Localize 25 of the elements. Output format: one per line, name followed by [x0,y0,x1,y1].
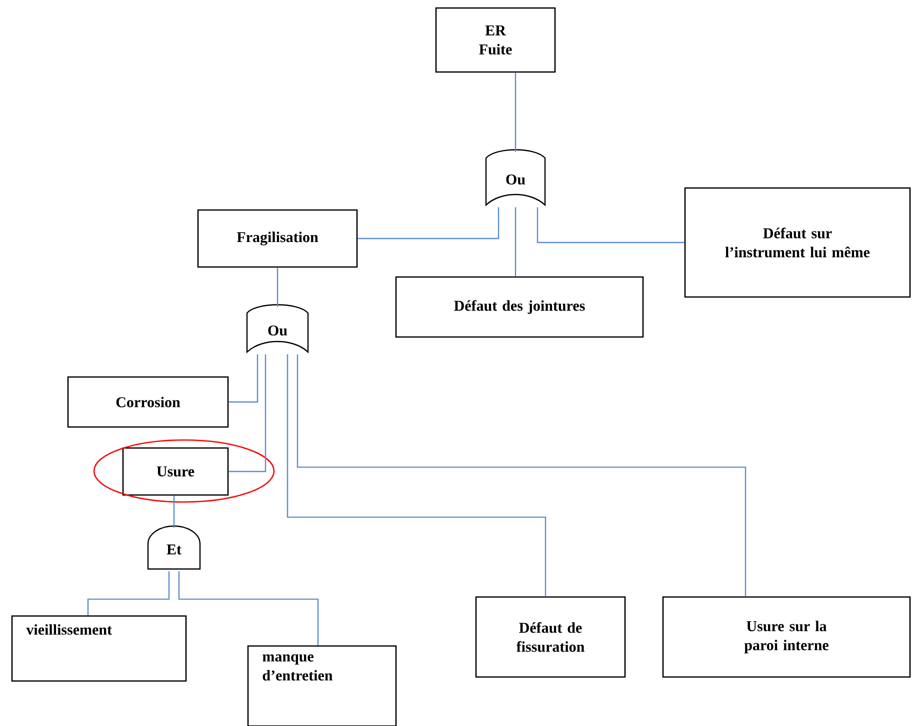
connector-line [173,496,175,528]
connector-line [536,207,684,244]
event-box: Défaut de fissuration [475,596,626,678]
event-box: manque d’entretien [247,645,397,726]
or-gate: Ou [485,149,546,206]
connector-line [514,207,516,276]
connector-line [286,354,546,596]
event-box: Défaut des jointures [395,276,644,338]
event-box: ER Fuite [435,7,556,73]
connector-line [228,354,258,403]
connector-line [87,571,170,616]
connector-line [514,72,516,152]
event-box: Défaut sur l’instrument lui même [684,187,911,298]
event-box: vieillissement [11,615,187,682]
event-box: Usure [122,447,229,496]
connector-line [276,268,278,307]
or-gate: Ou [246,304,309,353]
connector-line [178,571,319,646]
event-box: Usure sur la paroi interne [662,596,911,678]
connector-line [358,207,500,240]
connector-line [296,354,746,596]
event-box: Fragilisation [197,209,358,268]
event-box: Corrosion [67,376,229,428]
connector-line [228,354,266,472]
and-gate: Et [147,525,201,570]
